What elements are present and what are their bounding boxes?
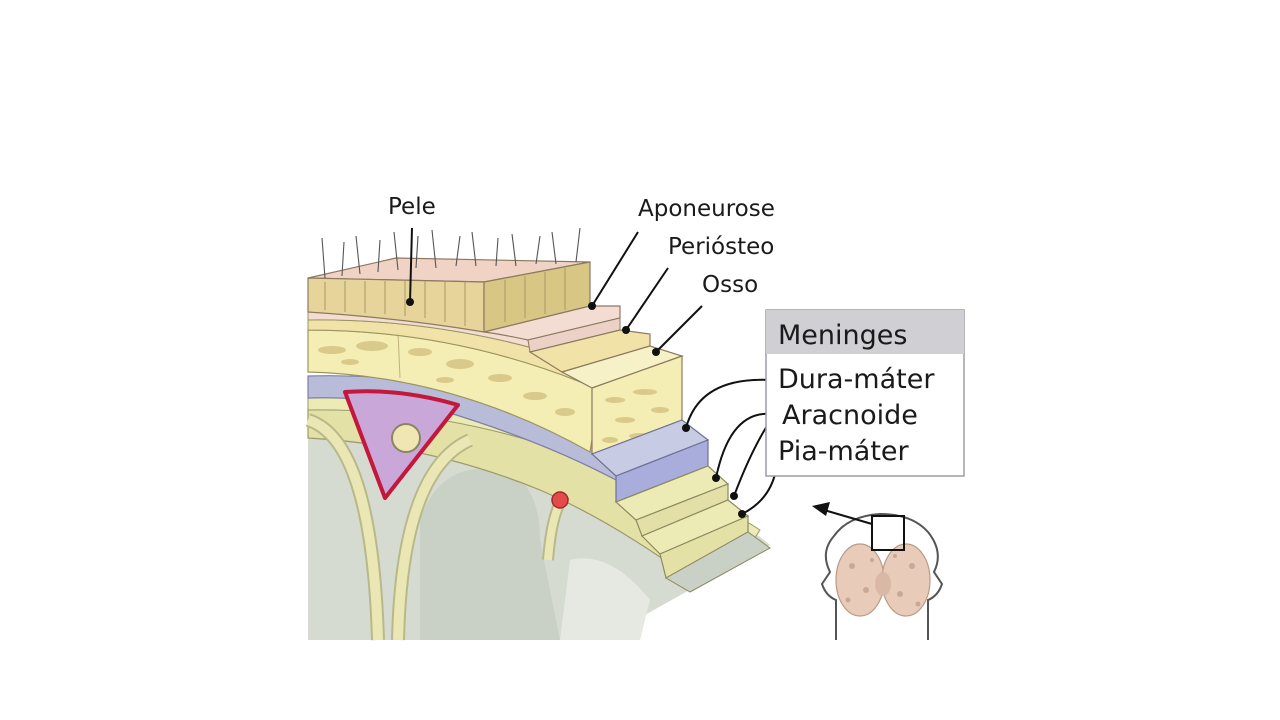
label-osso: Osso [702, 272, 758, 298]
aponeurosis-step [483, 305, 621, 353]
pointer-arrow [823, 509, 873, 525]
bone-step [560, 345, 684, 455]
label-pele: Pele [388, 194, 436, 220]
blood-vessel [551, 491, 569, 509]
sagittal-sinus [343, 389, 460, 500]
label-aponeurose: Aponeurose [638, 196, 775, 222]
bone-layer [307, 329, 601, 453]
meninges-item-dura: Dura-máter [778, 364, 935, 395]
label-periosteo: Periósteo [668, 234, 774, 260]
pia-step [640, 499, 771, 593]
leader-lines [406, 227, 777, 518]
meninges-legend: Meninges Dura-máter Aracnoide Pia-máter [765, 309, 965, 477]
skin-layer [307, 257, 591, 333]
brain-tissue [308, 394, 770, 640]
head-inset [812, 502, 944, 640]
dura-step [590, 419, 710, 503]
meninges-title: Meninges [778, 320, 907, 351]
hair-strands [321, 227, 581, 279]
brain-inset-icon [835, 543, 931, 617]
meninges-item-arachnoid: Aracnoide [782, 400, 918, 431]
meninges-item-pia: Pia-máter [778, 436, 910, 467]
arrow-head-icon [812, 502, 830, 516]
